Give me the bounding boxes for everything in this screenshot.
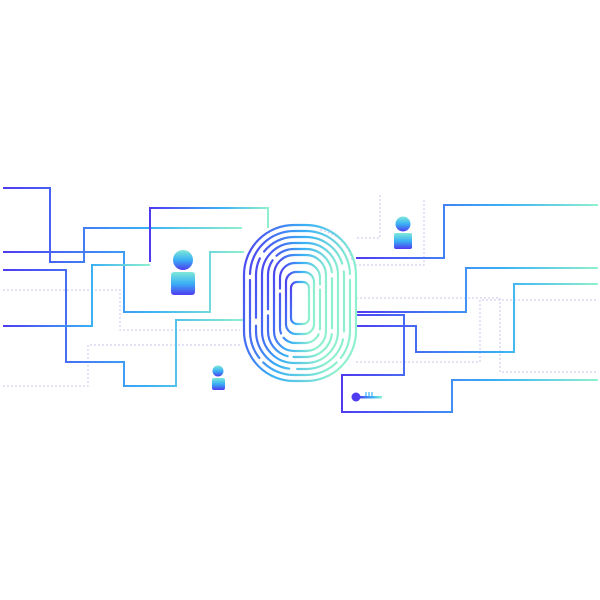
user-icon	[171, 250, 195, 295]
circuit-lines-right	[341, 204, 598, 413]
circuit-lines-left	[3, 187, 269, 387]
dotted-lines	[3, 195, 598, 387]
key-icon	[351, 392, 382, 402]
fingerprint-icon	[242, 223, 358, 383]
user-icon	[212, 365, 225, 390]
user-icon	[394, 216, 412, 249]
